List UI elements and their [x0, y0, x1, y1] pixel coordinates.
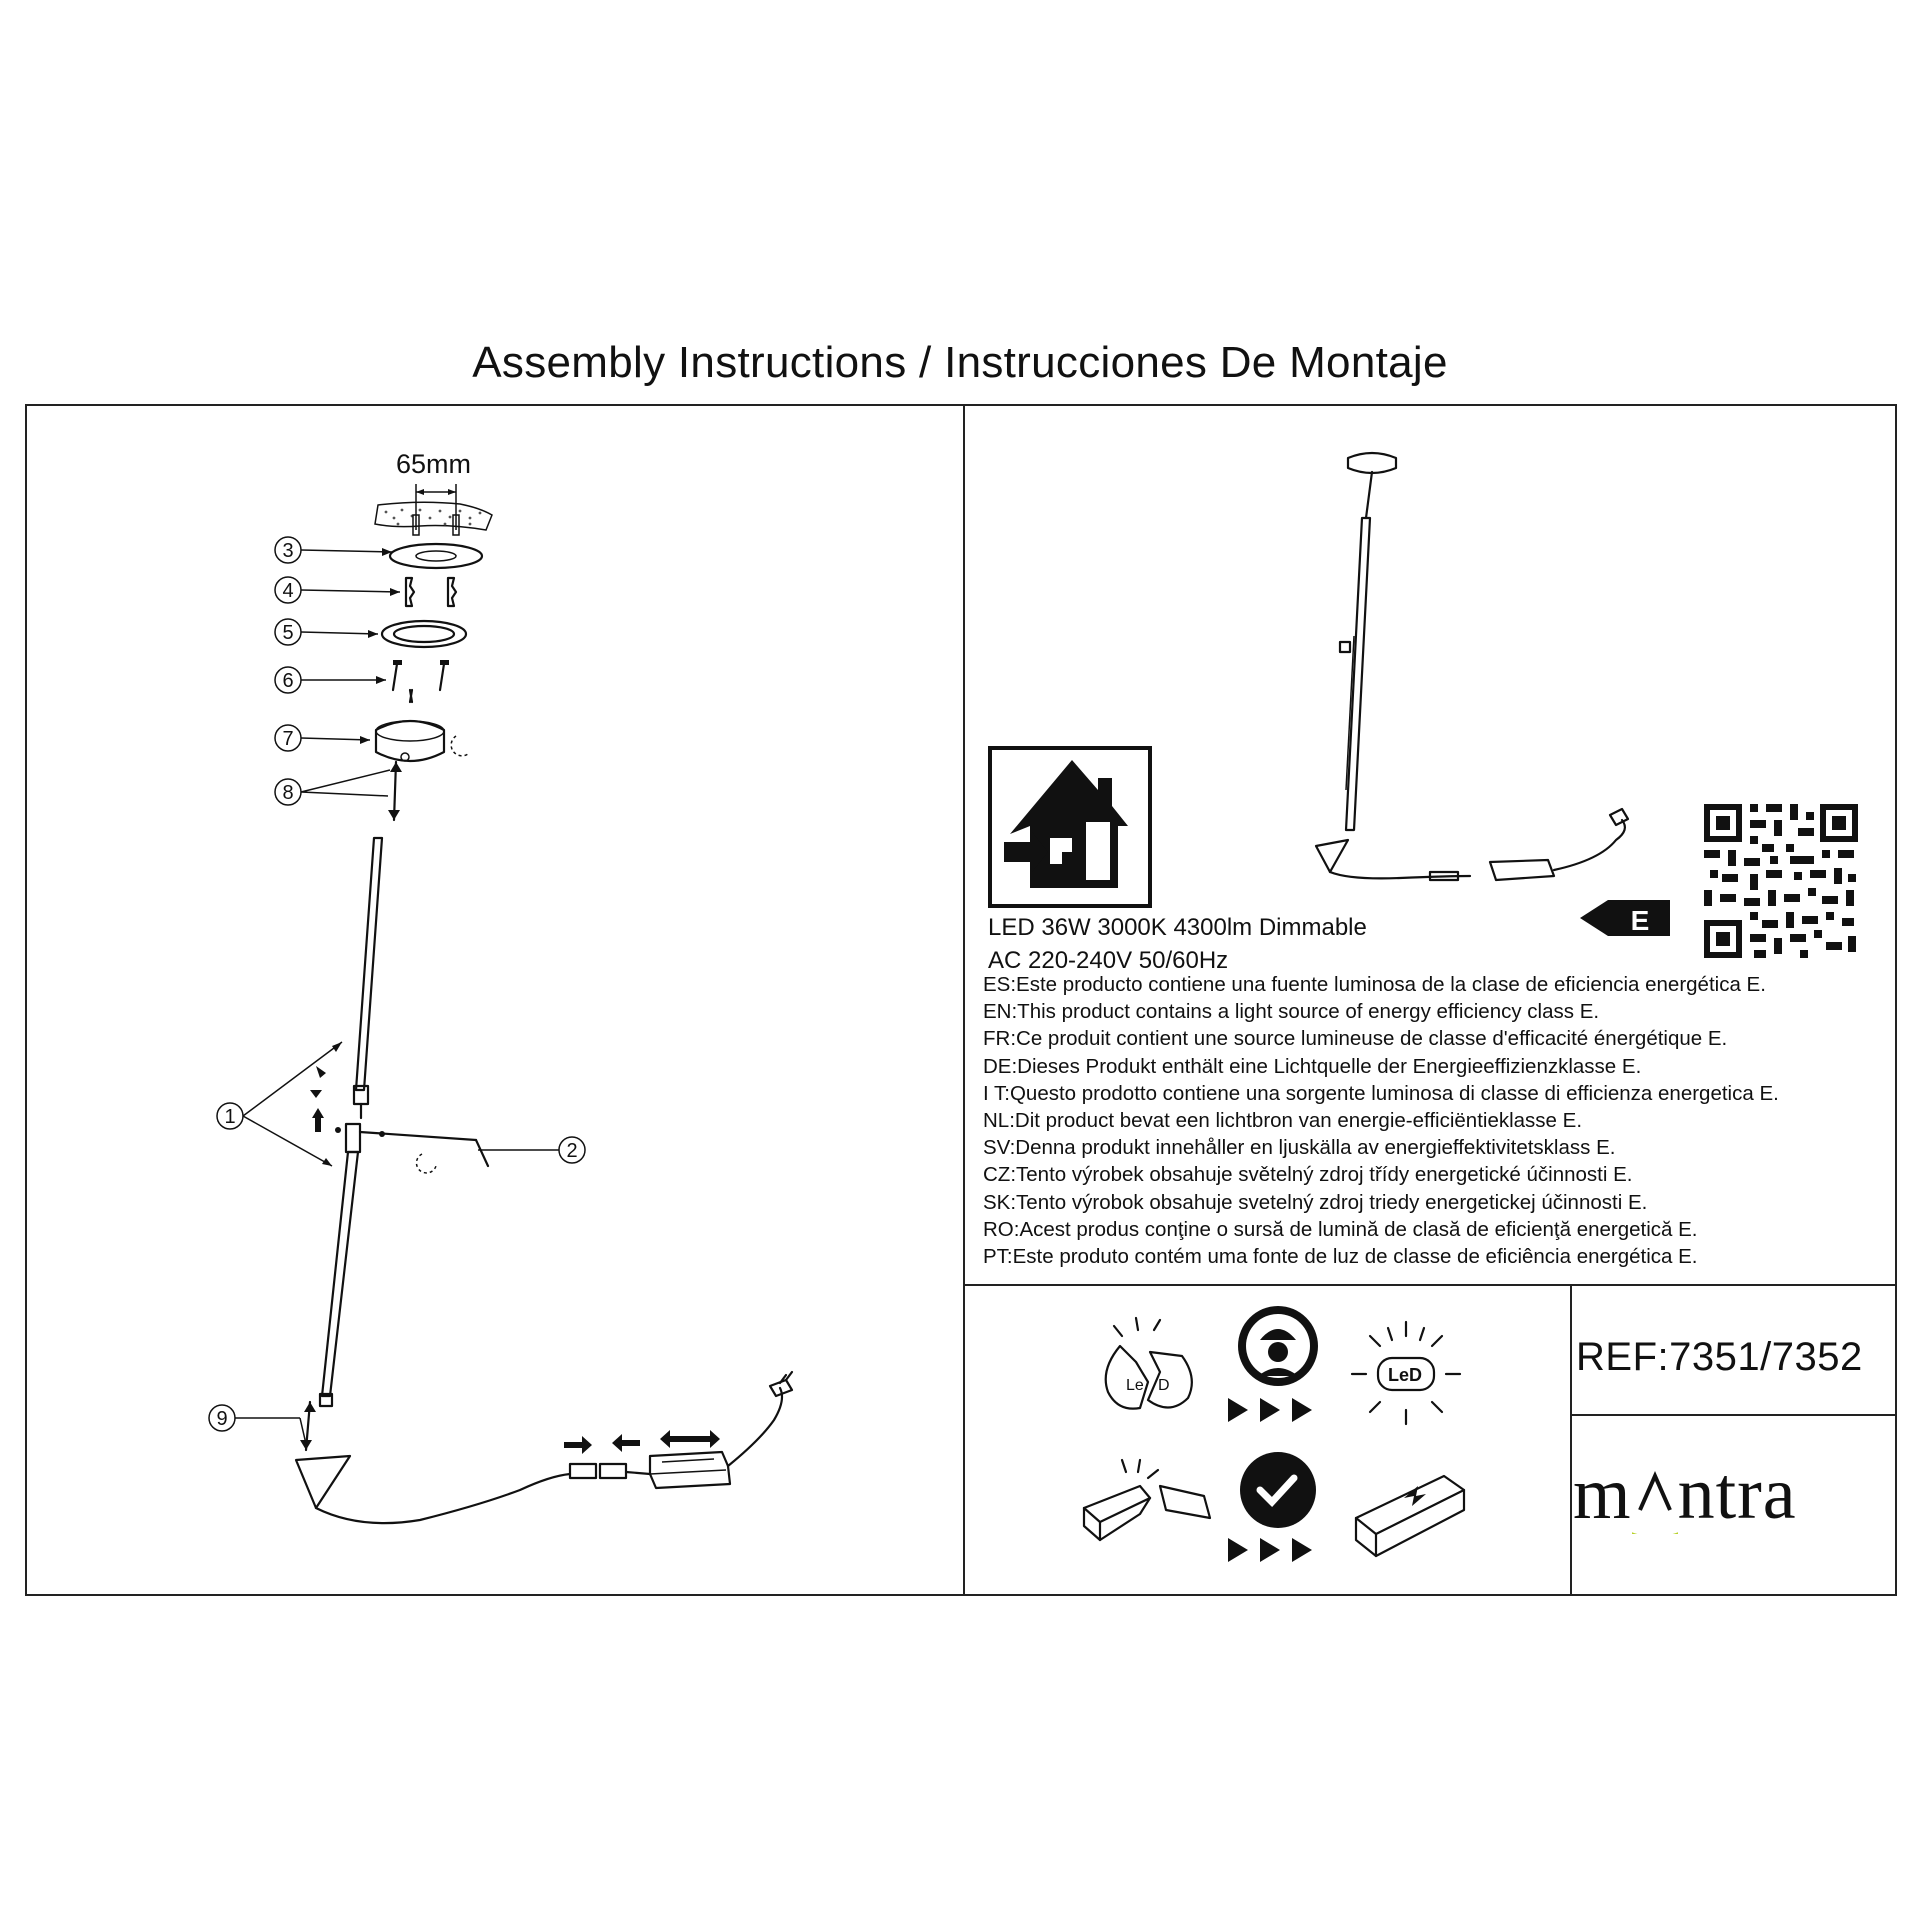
panel-divider-horizontal: [963, 1284, 1897, 1286]
screw-icon: [391, 660, 449, 692]
statement-sk: SK:Tento výrobok obsahuje svetelný zdroj…: [983, 1190, 1648, 1214]
cone-diffuser: [294, 1400, 352, 1510]
statement-es: ES:Este producto contiene una fuente lum…: [983, 973, 1766, 996]
reference-number: REF:7351/7352: [1576, 1335, 1863, 1379]
statement-cz: CZ:Tento výrobek obsahuje světelný zdroj…: [983, 1163, 1633, 1187]
callout-7: 7: [274, 724, 371, 752]
statement-pt: PT:Este produto contém uma fonte de luz …: [983, 1245, 1698, 1269]
statement-en: EN:This product contains a light source …: [983, 1000, 1600, 1024]
energy-efficiency-statements: ES:Este producto contiene una fuente lum…: [983, 971, 1779, 1270]
energy-class-letter: E: [1631, 905, 1650, 936]
document-frame: [25, 404, 1897, 1596]
callout-1: 1: [216, 1041, 343, 1167]
spec-voltage: AC 220-240V 50/60Hz: [988, 947, 1229, 974]
led-driver-icon: [648, 1450, 732, 1490]
callout-3: 3: [274, 536, 393, 564]
statement-ro: RO:Acest produs conţine o sursă de lumin…: [983, 1217, 1698, 1241]
plug-icon: [768, 1370, 794, 1398]
hex-key-icon: [335, 1127, 490, 1174]
dimension-label: 65mm: [396, 449, 472, 479]
product-specs: LED 36W 3000K 4300lm Dimmable AC 220-240…: [988, 911, 1367, 977]
svg-text:5: 5: [282, 622, 293, 644]
installer-icon: [1228, 1306, 1318, 1422]
statement-sv: SV:Denna produkt innehåller en ljuskälla…: [983, 1136, 1616, 1160]
callout-2: 2: [478, 1136, 586, 1164]
approved-check-icon: [1228, 1452, 1316, 1562]
statement-de: DE:Dieses Produkt enthält eine Lichtquel…: [983, 1054, 1642, 1078]
callout-4: 4: [274, 576, 401, 604]
led-light-icon: LeD: [1350, 1320, 1462, 1426]
svg-text:1: 1: [224, 1106, 235, 1128]
svg-text:6: 6: [282, 670, 293, 692]
ref-brand-divider: [1570, 1414, 1897, 1416]
page-title: Assembly Instructions / Instrucciones De…: [472, 338, 1448, 387]
callout-6: 6: [274, 666, 386, 694]
spec-power: LED 36W 3000K 4300lm Dimmable: [988, 914, 1367, 941]
broken-led-icon: Le D: [1104, 1316, 1193, 1410]
broken-driver-icon: [1082, 1458, 1212, 1542]
wall-anchor-icon: [404, 576, 458, 608]
svg-text:2: 2: [566, 1140, 577, 1162]
svg-text:4: 4: [282, 580, 293, 602]
svg-text:3: 3: [282, 540, 293, 562]
dimension-line: [412, 484, 460, 536]
svg-text:7: 7: [282, 728, 293, 750]
svg-text:LeD: LeD: [1388, 1365, 1422, 1385]
brand-logo: m ntra: [1573, 1452, 1797, 1537]
callout-9: 9: [208, 1404, 307, 1445]
lamp-rod: [318, 836, 384, 1408]
icons-ref-divider: [1570, 1284, 1572, 1596]
svg-text:Le: Le: [1126, 1377, 1144, 1394]
panel-divider-vertical: [963, 404, 965, 1596]
callout-8: 8: [274, 769, 391, 806]
statement-it: I T:Questo prodotto contiene una sorgent…: [983, 1081, 1779, 1105]
svg-text:8: 8: [282, 782, 293, 804]
brand-smile-icon: [1631, 1471, 1678, 1534]
svg-text:9: 9: [216, 1408, 227, 1430]
svg-text:D: D: [1158, 1377, 1170, 1394]
driver-icon: [1354, 1474, 1466, 1558]
statement-fr: FR:Ce produit contient une source lumine…: [983, 1027, 1728, 1051]
statement-nl: NL:Dit product bevat een lichtbron van e…: [983, 1109, 1583, 1133]
callout-5: 5: [274, 618, 379, 646]
